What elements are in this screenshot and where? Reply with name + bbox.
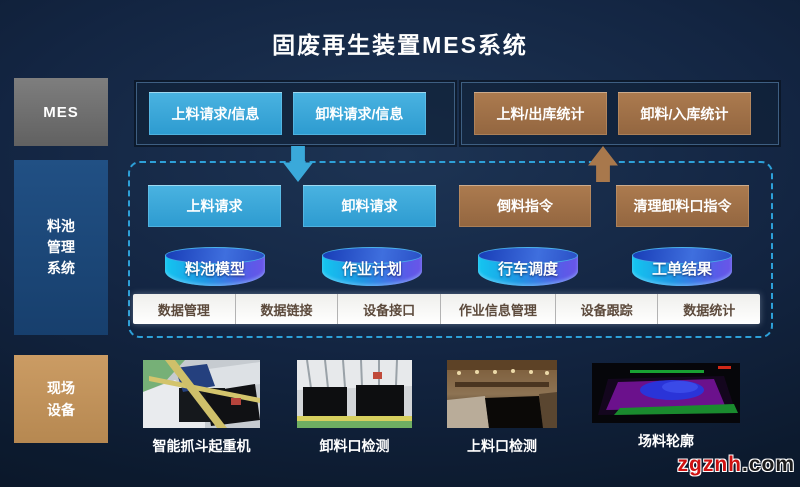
mes-stats-group-frame: 上料/出库统计 卸料/入库统计 bbox=[461, 82, 779, 145]
cylinder-crane-dispatch: 行车调度 bbox=[478, 247, 578, 286]
cylinder-top bbox=[478, 247, 578, 264]
device-caption: 智能抓斗起重机 bbox=[152, 438, 251, 454]
cylinder-label: 工单结果 bbox=[651, 261, 712, 278]
module-job-info-management: 作业信息管理 bbox=[439, 294, 555, 324]
box-feed-outbound-stats: 上料/出库统计 bbox=[474, 92, 607, 135]
module-data-statistics: 数据统计 bbox=[657, 294, 760, 324]
watermark-suffix: .com bbox=[741, 453, 795, 476]
cylinder-top bbox=[165, 247, 265, 264]
device-material-pile-contour: 场料轮廓 bbox=[592, 363, 740, 451]
cylinder-job-plan: 作业计划 bbox=[322, 247, 422, 286]
device-caption: 卸料口检测 bbox=[319, 438, 390, 454]
box-feed-request-info: 上料请求/信息 bbox=[149, 92, 282, 135]
device-feed-port-detection: 上料口检测 bbox=[447, 360, 557, 456]
module-data-link: 数据链接 bbox=[234, 294, 338, 324]
module-device-interface: 设备接口 bbox=[337, 294, 440, 324]
crane-image bbox=[143, 360, 260, 428]
cylinder-pool-model: 料池模型 bbox=[165, 247, 265, 286]
cylinder-label: 料池模型 bbox=[184, 261, 245, 278]
box-dump-command: 倒料指令 bbox=[459, 185, 591, 227]
device-caption: 上料口检测 bbox=[467, 438, 537, 454]
module-strip: 数据管理 数据链接 设备接口 作业信息管理 设备跟踪 数据统计 bbox=[133, 294, 760, 324]
field-label-line: 设备 bbox=[47, 402, 75, 418]
sidebar-item-pool-management-system: 料池 管理 系统 bbox=[14, 160, 108, 335]
device-smart-grab-crane: 智能抓斗起重机 bbox=[143, 360, 260, 456]
sidebar-item-field-devices: 现场 设备 bbox=[14, 355, 108, 443]
pool-label-line: 管理 bbox=[47, 239, 75, 255]
cylinder-work-order-result: 工单结果 bbox=[632, 247, 732, 286]
point-cloud-image bbox=[592, 363, 740, 423]
module-data-management: 数据管理 bbox=[157, 302, 210, 318]
cylinder-label: 作业计划 bbox=[341, 261, 402, 278]
device-caption: 场料轮廓 bbox=[638, 433, 694, 449]
sidebar-item-mes-layer: MES bbox=[14, 78, 108, 146]
discharge-port-image bbox=[297, 360, 412, 428]
watermark: zgznh.com bbox=[678, 453, 796, 477]
box-clean-discharge-port-command: 清理卸料口指令 bbox=[616, 185, 749, 227]
module-device-tracking: 设备跟踪 bbox=[554, 294, 658, 324]
feed-port-image bbox=[447, 360, 557, 428]
box-feed-request: 上料请求 bbox=[148, 185, 281, 227]
watermark-brand: zgznh bbox=[677, 453, 742, 476]
box-discharge-request-info: 卸料请求/信息 bbox=[293, 92, 426, 135]
cylinder-top bbox=[632, 247, 732, 264]
box-discharge-request: 卸料请求 bbox=[303, 185, 436, 227]
pool-system-boundary bbox=[128, 161, 773, 338]
mes-request-group-frame: 上料请求/信息 卸料请求/信息 bbox=[136, 82, 455, 145]
mes-layer-label: MES bbox=[43, 103, 79, 121]
field-label-line: 现场 bbox=[47, 380, 75, 396]
device-discharge-port-detection: 卸料口检测 bbox=[297, 360, 412, 456]
pool-label-line: 料池 bbox=[47, 218, 75, 234]
page-title: 固废再生装置MES系统 bbox=[272, 32, 528, 58]
cylinder-top bbox=[322, 247, 422, 264]
cylinder-label: 行车调度 bbox=[497, 261, 558, 278]
box-discharge-inbound-stats: 卸料/入库统计 bbox=[618, 92, 751, 135]
pool-label-line: 系统 bbox=[47, 260, 75, 276]
